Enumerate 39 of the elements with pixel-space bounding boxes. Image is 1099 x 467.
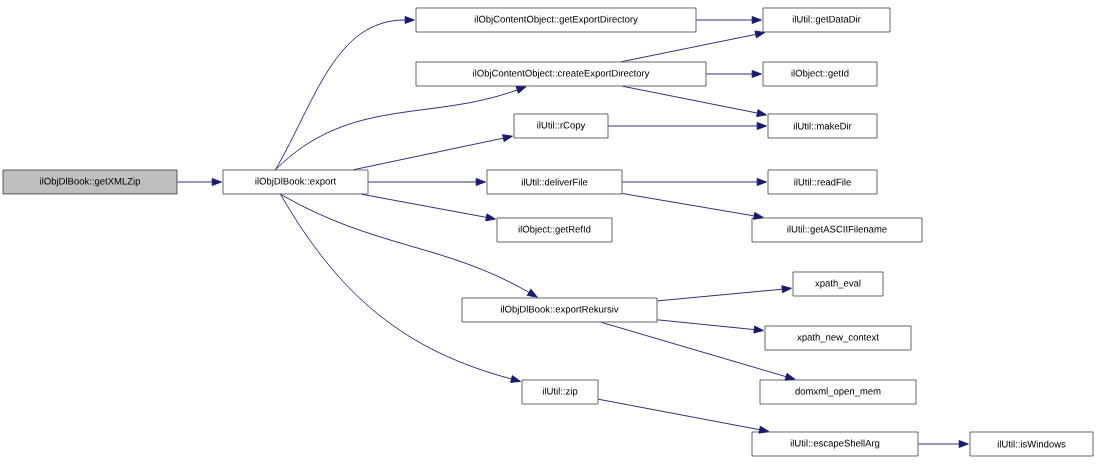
function-box: ilUtil::isWindows — [969, 431, 1094, 457]
arrow — [695, 16, 762, 24]
arrow — [280, 193, 538, 298]
function-box: ilObjDlBook::export — [222, 169, 369, 195]
function-box: ilUtil::deliverFile — [486, 169, 623, 195]
arrow — [176, 178, 222, 186]
arrow — [361, 193, 496, 222]
arrow — [597, 398, 770, 434]
function-box: ilObjDlBook::exportRekursiv — [461, 297, 658, 323]
arrow — [656, 319, 764, 334]
function-box: ilObjDlBook::getXMLZip — [2, 169, 178, 195]
function-box: xpath_eval — [792, 271, 884, 297]
arrow — [367, 178, 486, 186]
arrow — [280, 193, 521, 383]
function-box: ilUtil::makeDir — [767, 113, 878, 139]
function-box: ilUtil::getASCIIFilename — [751, 217, 923, 243]
function-box: xpath_new_context — [764, 325, 912, 351]
arrow — [656, 285, 792, 302]
arrow — [705, 70, 762, 78]
arrow — [917, 440, 969, 448]
function-box: ilUtil::zip — [521, 379, 599, 405]
arrow — [607, 122, 767, 130]
function-box: ilUtil::escapeShellArg — [751, 431, 919, 457]
function-box: ilObject::getRefId — [496, 217, 613, 243]
arrow — [275, 86, 527, 171]
arrow — [621, 30, 766, 63]
arrow — [621, 193, 764, 220]
function-box: ilObjContentObject::getExportDirectory — [415, 7, 697, 33]
function-box: ilUtil::readFile — [767, 169, 878, 195]
function-box: ilObject::getId — [762, 61, 878, 87]
arrow — [275, 16, 415, 171]
function-box: ilUtil::getDataDir — [762, 7, 891, 33]
function-box: ilUtil::rCopy — [513, 113, 609, 139]
arrow — [622, 85, 767, 117]
arrow — [600, 321, 796, 381]
arrow — [621, 178, 767, 186]
function-box: domxml_open_mem — [759, 379, 917, 405]
arrow — [353, 134, 513, 171]
function-box: ilObjContentObject::createExportDirectory — [415, 61, 707, 87]
